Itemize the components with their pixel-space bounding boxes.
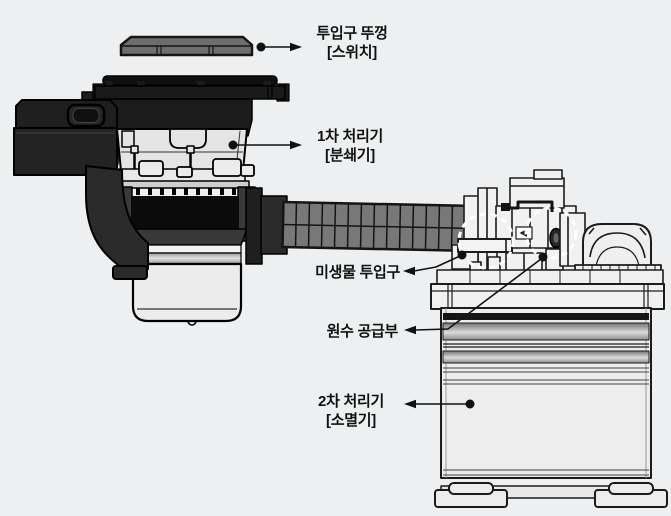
label-inlet-lid-line2: [스위치] [327,44,377,61]
primary-unit [13,75,290,326]
highlight-raw-water [524,206,578,260]
leader-primary-processor [228,140,302,150]
leader-microbe-inlet [403,250,467,276]
leader-secondary-processor [404,399,475,409]
label-primary-processor: 1차 처리기 [분쇄기] [300,127,400,165]
metal-band-lower [442,350,650,364]
label-primary-line1: 1차 처리기 [317,128,383,145]
label-secondary-line2: [소멸기] [326,412,376,429]
motor-housing [131,262,243,326]
carry-handle [582,223,652,267]
highlight-circles [457,206,578,270]
leader-inlet-lid [256,42,302,52]
label-microbe-inlet: 미생물 투입구 [294,263,400,282]
sink-flange [92,81,290,102]
label-inlet-lid-line1: 투입구 뚜껑 [316,25,388,42]
label-water-line1: 원수 공급부 [326,323,399,340]
secondary-unit [430,169,668,508]
grinder-teeth [124,188,236,195]
sink-top-plate [102,75,278,86]
label-primary-line2: [분쇄기] [325,147,375,164]
leader-raw-water-supply [404,252,548,335]
leader-lines [228,42,548,409]
inlet-lid-part [119,35,254,57]
label-microbe-line1: 미생물 투입구 [315,264,400,281]
tank-rim [430,283,665,310]
label-inlet-lid: 투입구 뚜껑 [스위치] [300,24,404,62]
secondary-tank [430,269,668,508]
label-secondary-line1: 2차 처리기 [318,393,384,410]
inlet-pipe [457,238,513,253]
label-raw-water-supply: 원수 공급부 [298,322,399,341]
side-control-box [13,99,118,176]
label-secondary-processor: 2차 처리기 [소멸기] [302,392,400,430]
metal-band-upper [442,322,650,341]
tank-base [434,482,668,508]
highlight-microbe-inlet [457,212,515,270]
discharge-hose [281,200,471,253]
